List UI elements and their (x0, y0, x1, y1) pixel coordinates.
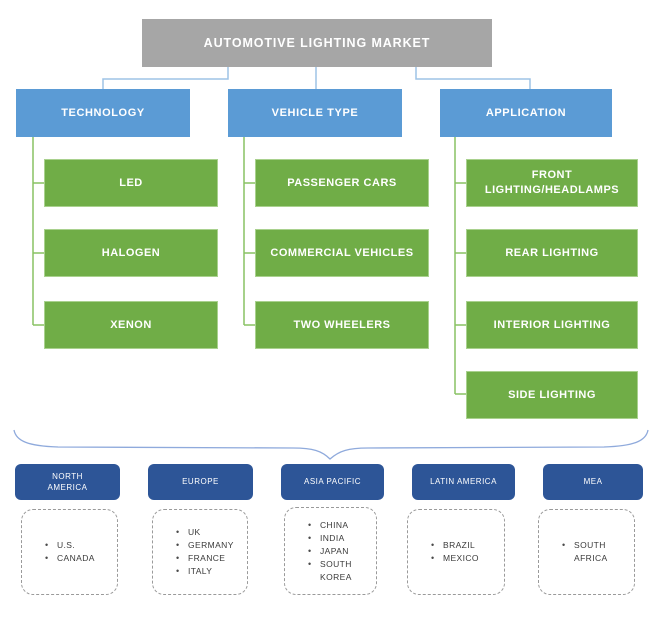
segment-label: LED (119, 176, 143, 189)
segment-label: SIDE LIGHTING (508, 388, 596, 401)
country-item: INDIA (307, 532, 372, 545)
segment-label: HALOGEN (101, 246, 161, 259)
country-item: FRANCE (175, 552, 243, 565)
category-label: TECHNOLOGY (61, 107, 145, 119)
region-label: MEA (583, 477, 603, 487)
root-to-application-connector (415, 67, 531, 89)
region-box-mea: MEA (543, 464, 643, 500)
segment-box-interior-lighting: INTERIOR LIGHTING (466, 301, 638, 349)
country-list-north-america: U.S.CANADA (21, 509, 118, 595)
category-box-application: APPLICATION (440, 89, 612, 137)
segment-box-two-wheelers: TWO WHEELERS (255, 301, 429, 349)
segment-box-commercial-vehicles: COMMERCIAL VEHICLES (255, 229, 429, 277)
vehicle-type-children-connector (243, 137, 255, 326)
category-label: APPLICATION (485, 107, 567, 119)
country-list-europe: UKGERMANYFRANCEITALY (152, 509, 248, 595)
segment-box-side-lighting: SIDE LIGHTING (466, 371, 638, 419)
country-item: CHINA (307, 519, 372, 532)
region-box-asia-pacific: ASIA PACIFIC (281, 464, 384, 500)
segment-label: COMMERCIAL VEHICLES (270, 246, 414, 259)
segment-label: REAR LIGHTING (505, 246, 599, 259)
root-box-label: AUTOMOTIVE LIGHTING MARKET (203, 36, 431, 50)
country-item: SOUTH KOREA (307, 558, 372, 584)
country-list-mea: SOUTH AFRICA (538, 509, 635, 595)
region-label: NORTH AMERICA (47, 471, 88, 492)
country-item: GERMANY (175, 539, 243, 552)
segment-label: TWO WHEELERS (293, 318, 391, 331)
regions-brace (13, 429, 649, 460)
region-label: EUROPE (182, 477, 219, 487)
country-list-asia-pacific: CHINAINDIAJAPANSOUTH KOREA (284, 507, 377, 595)
region-label: LATIN AMERICA (430, 477, 497, 487)
country-item: SOUTH AFRICA (561, 539, 630, 565)
segment-box-halogen: HALOGEN (44, 229, 218, 277)
region-label: ASIA PACIFIC (304, 477, 361, 487)
country-list-latin-america: BRAZILMEXICO (407, 509, 505, 595)
country-item: JAPAN (307, 545, 372, 558)
country-item: MEXICO (430, 552, 500, 565)
segment-box-passenger-cars: PASSENGER CARS (255, 159, 429, 207)
region-box-north-america: NORTH AMERICA (15, 464, 120, 500)
segment-box-rear-lighting: REAR LIGHTING (466, 229, 638, 277)
segment-label: PASSENGER CARS (287, 176, 397, 189)
country-item: BRAZIL (430, 539, 500, 552)
region-box-latin-america: LATIN AMERICA (412, 464, 515, 500)
country-item: CANADA (44, 552, 113, 565)
segment-label: FRONT LIGHTING/HEADLAMPS (484, 169, 620, 196)
root-to-technology-connector (102, 67, 229, 89)
region-box-europe: EUROPE (148, 464, 253, 500)
country-item: ITALY (175, 565, 243, 578)
category-label: VEHICLE TYPE (271, 107, 359, 119)
root-box-automotive-lighting-market: AUTOMOTIVE LIGHTING MARKET (142, 19, 492, 67)
technology-children-connector (32, 137, 44, 326)
category-box-technology: TECHNOLOGY (16, 89, 190, 137)
segment-box-xenon: XENON (44, 301, 218, 349)
segment-label: INTERIOR LIGHTING (493, 318, 611, 331)
category-box-vehicle-type: VEHICLE TYPE (228, 89, 402, 137)
country-item: U.S. (44, 539, 113, 552)
segment-box-led: LED (44, 159, 218, 207)
country-item: UK (175, 526, 243, 539)
application-children-connector (454, 137, 466, 395)
segment-box-front-lighting-headlamps: FRONT LIGHTING/HEADLAMPS (466, 159, 638, 207)
segment-label: XENON (110, 318, 152, 331)
